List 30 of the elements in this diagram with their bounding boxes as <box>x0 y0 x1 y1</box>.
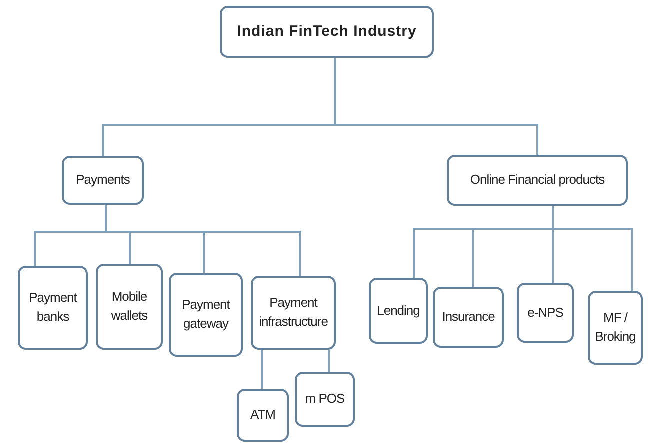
node-label: ATM <box>250 406 276 424</box>
node-label: MF / Broking <box>594 309 637 346</box>
node-label: Online Financial products <box>470 171 605 190</box>
node-label: Insurance <box>442 308 495 326</box>
node-label: Payment infrastructure <box>258 294 329 331</box>
category-box <box>62 156 144 205</box>
node-label: m POS <box>305 390 345 408</box>
category-box <box>251 276 336 350</box>
node-label: Payment banks <box>28 289 78 326</box>
node-label: Payments <box>76 171 130 190</box>
node-label: Lending <box>377 302 420 320</box>
connector-line <box>552 206 633 291</box>
category-box <box>369 278 428 344</box>
node-label: Indian FinTech Industry <box>237 22 417 42</box>
category-box <box>18 266 88 350</box>
connector-line <box>328 350 330 372</box>
node-label: Payment gateway <box>181 296 232 333</box>
category-box <box>517 283 574 343</box>
category-box <box>169 273 243 357</box>
node-label: e-NPS <box>528 304 564 322</box>
connector-line <box>334 58 538 155</box>
category-box <box>237 389 289 442</box>
connector-line <box>261 350 263 389</box>
category-box <box>433 287 504 348</box>
category-box <box>447 155 628 206</box>
category-box <box>220 6 434 58</box>
category-box <box>295 372 355 427</box>
category-box <box>96 264 163 350</box>
node-label: Mobile wallets <box>110 288 149 325</box>
category-box <box>588 291 643 365</box>
